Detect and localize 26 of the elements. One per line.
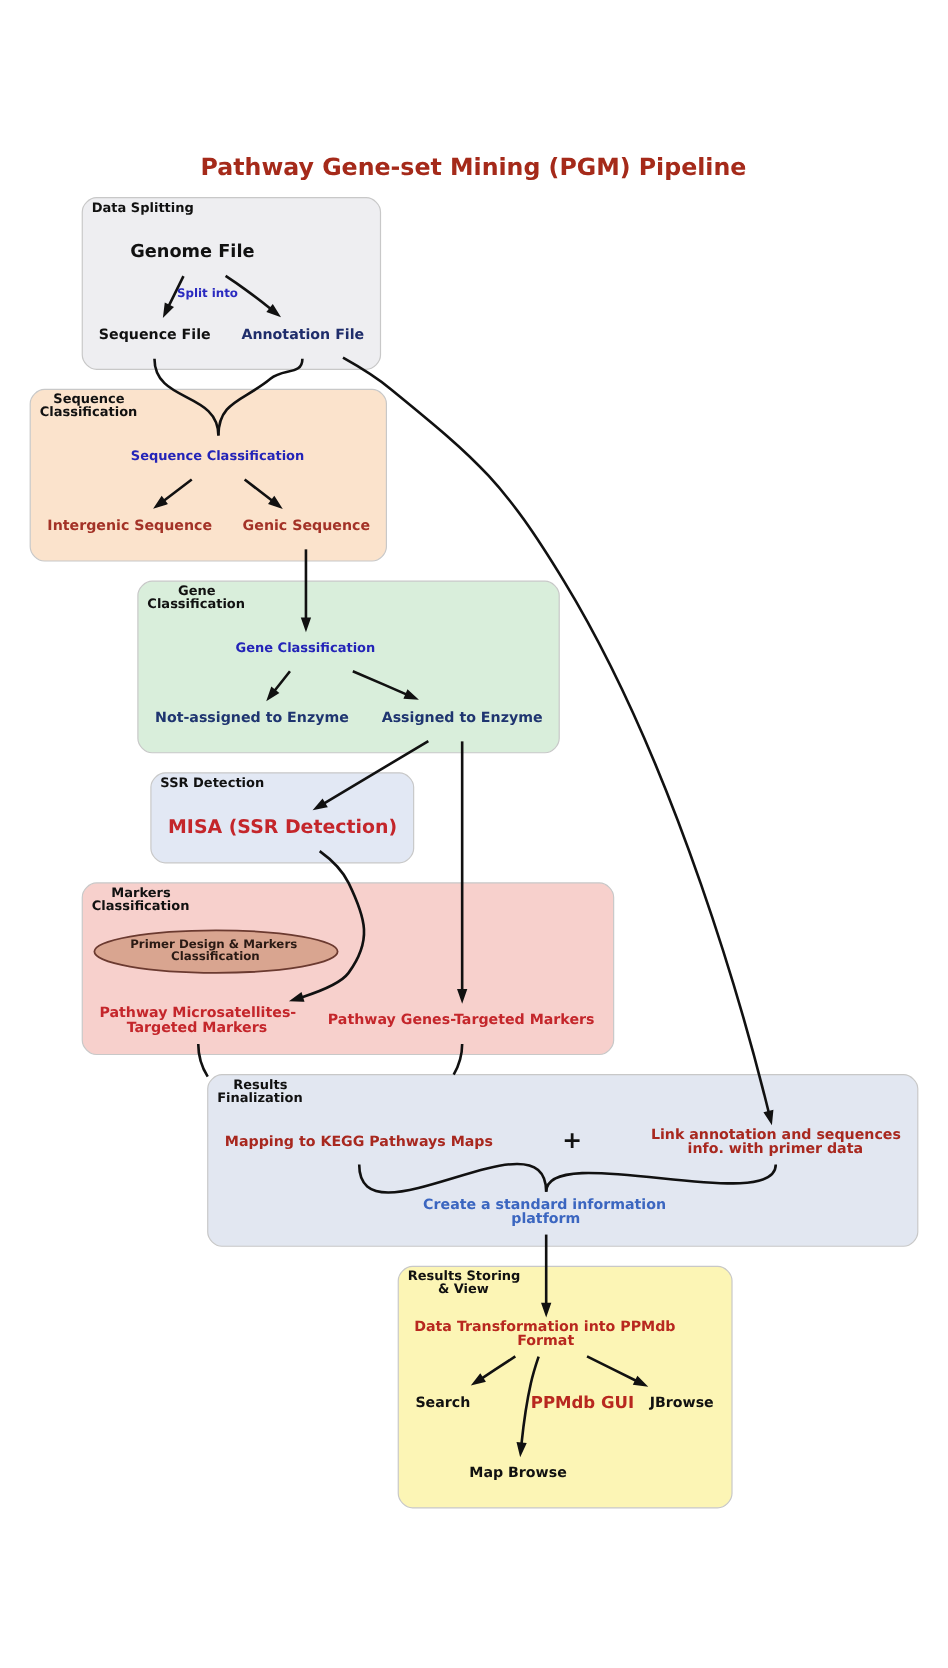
- arrow: [224, 273, 282, 317]
- edge-label: PPMdb GUI: [530, 1391, 635, 1412]
- arrow: [457, 740, 468, 1003]
- arrow: [516, 1355, 540, 1457]
- node-text: Genome File: [130, 242, 255, 263]
- arrow: [162, 274, 185, 317]
- connector: [452, 1042, 464, 1075]
- arrow: [266, 669, 291, 701]
- node-text: MISA (SSR Detection): [168, 815, 398, 838]
- connector: [217, 357, 304, 435]
- connector: [153, 357, 220, 435]
- arrow: [342, 355, 774, 1125]
- label: +: [562, 1125, 583, 1154]
- arrow: [470, 1354, 516, 1385]
- connector: [545, 1163, 777, 1192]
- arrow: [300, 548, 312, 632]
- arrow: [288, 849, 366, 1001]
- arrow: [541, 1233, 552, 1317]
- arrow: [586, 1354, 649, 1386]
- arrow: [312, 738, 429, 810]
- arrow: [153, 477, 193, 508]
- diagram-title: Pathway Gene-set Mining (PGM) Pipeline: [200, 152, 747, 181]
- connector: [196, 1042, 209, 1077]
- connector: [357, 1161, 548, 1193]
- arrow: [243, 477, 283, 508]
- arrow: [352, 669, 419, 699]
